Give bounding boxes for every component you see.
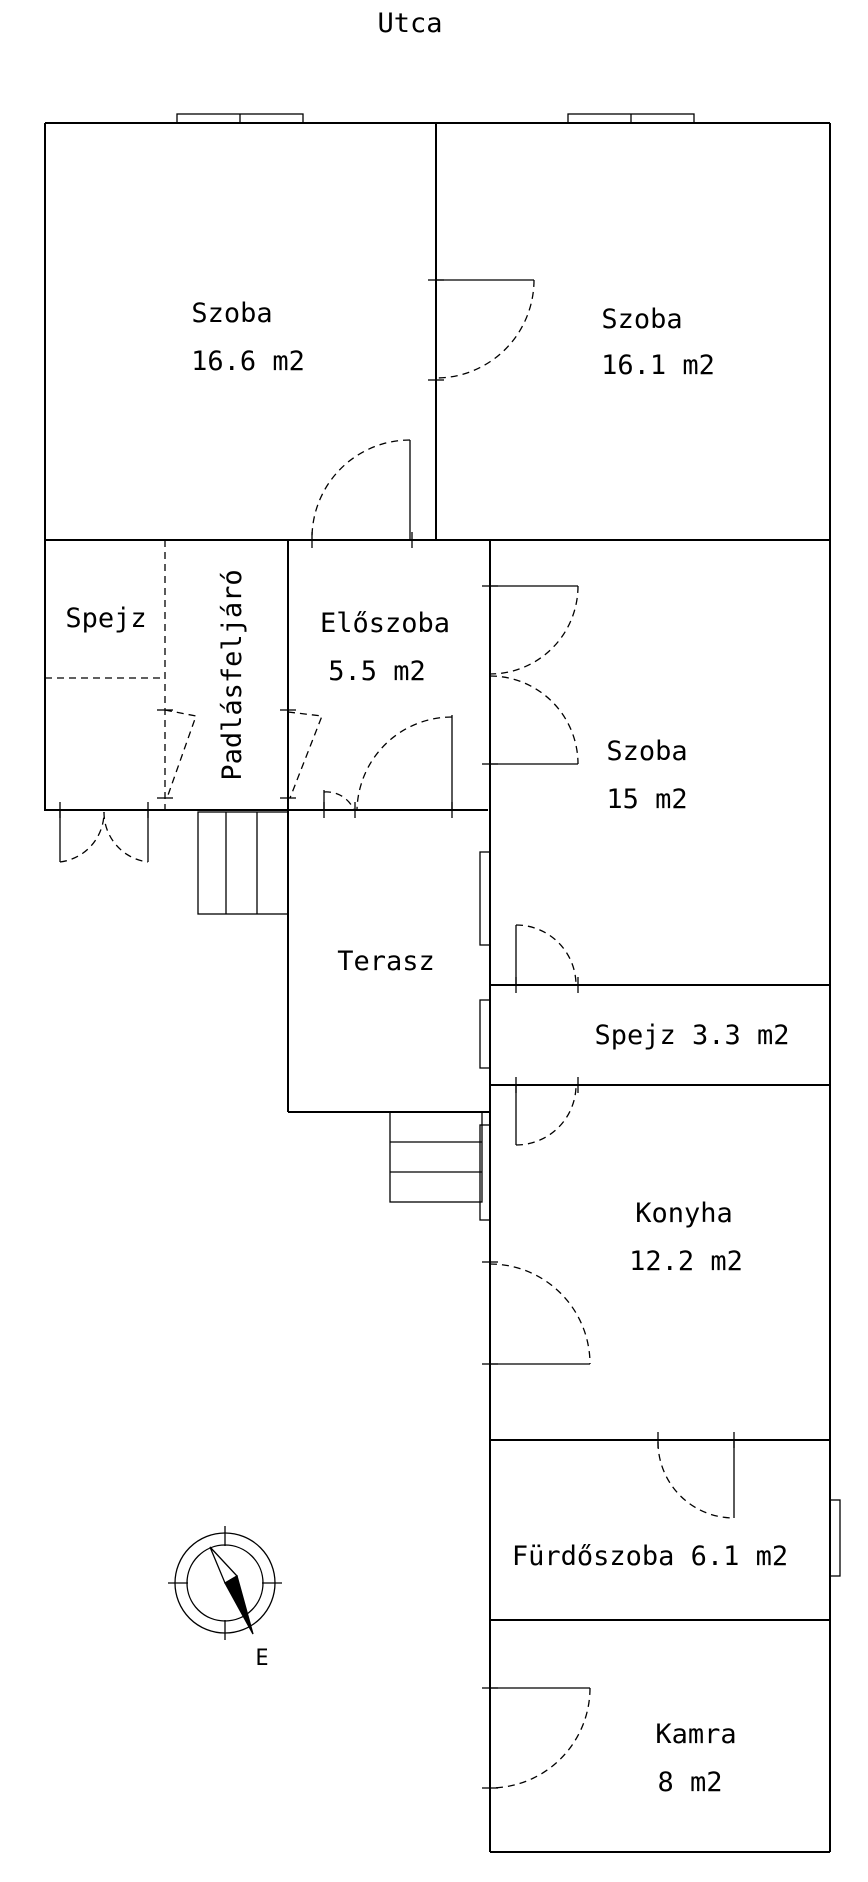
street-label: Utca <box>377 8 442 39</box>
compass-icon: E <box>168 1526 282 1671</box>
room-name-padlasfeljaro: Padlásfeljáró <box>217 569 248 780</box>
room-name-szoba2: Szoba <box>601 304 682 335</box>
room-name-eloszoba: Előszoba <box>320 608 450 639</box>
room-area-eloszoba: 5.5 m2 <box>328 656 426 687</box>
room-name-spejz2: Spejz 3.3 m2 <box>594 1020 789 1051</box>
room-name-szoba3: Szoba <box>606 736 687 767</box>
compass-label: E <box>255 1646 268 1671</box>
room-area-konyha: 12.2 m2 <box>629 1246 743 1277</box>
room-name-terasz: Terasz <box>337 946 435 977</box>
room-name-kamra: Kamra <box>655 1719 736 1750</box>
room-area-szoba2: 16.1 m2 <box>601 350 715 381</box>
walls <box>44 122 831 1853</box>
room-area-kamra: 8 m2 <box>657 1767 722 1798</box>
doors <box>59 279 735 1789</box>
room-area-szoba1: 16.6 m2 <box>191 346 305 377</box>
room-name-konyha: Konyha <box>635 1198 733 1229</box>
room-name-szoba1: Szoba <box>191 298 272 329</box>
room-name-furdoszoba: Fürdőszoba 6.1 m2 <box>512 1541 788 1572</box>
stairs <box>197 811 483 1203</box>
room-name-spejz1: Spejz <box>65 603 146 634</box>
windows <box>176 113 841 1577</box>
room-labels: Szoba 16.6 m2 Szoba 16.1 m2 Spejz Padlás… <box>65 298 789 1798</box>
room-area-szoba3: 15 m2 <box>606 784 687 815</box>
